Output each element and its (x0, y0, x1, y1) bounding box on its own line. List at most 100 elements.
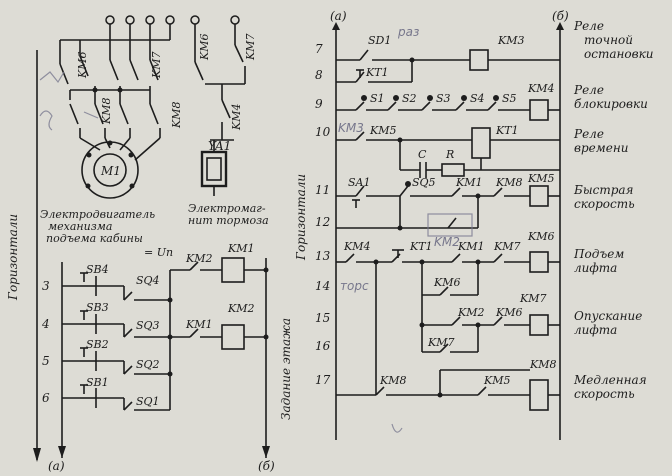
motor-label: M1 (100, 164, 121, 178)
note-raz: раз (397, 25, 419, 39)
left-sub-b: (б) (258, 459, 275, 473)
desc-block-1: Реле (573, 83, 604, 97)
row-13: 13 (315, 249, 331, 263)
terminal-3 (145, 15, 155, 25)
sa1-label: SA1 (348, 176, 370, 189)
left-rail-arrow (33, 448, 41, 462)
km6-top-label: KM6 (76, 52, 89, 79)
km5-contact-label: KM5 (369, 124, 396, 137)
brake-km4-label: KM4 (230, 104, 243, 131)
left-power-circuit: M1 KM6 KM7 KM8 KM8 KM6 KM7 KM4 YA1 Элект… (6, 15, 269, 462)
km6-coil-label: KM6 (527, 230, 554, 243)
desc-lower-1: Опускание (574, 309, 642, 323)
desc-lift-2: лифта (574, 261, 617, 275)
row-9: 9 (315, 97, 323, 111)
km7-coil-label: KM7 (519, 292, 546, 305)
row-11: 11 (315, 183, 330, 197)
desc-slow-1: Медленная (573, 373, 647, 387)
km8-top-label: KM8 (170, 102, 183, 129)
sq2-label: SQ2 (136, 358, 160, 371)
coil-kt1 (471, 127, 491, 159)
row-12: 12 (315, 215, 330, 229)
km3-label: KM3 (497, 34, 524, 47)
row-4: 4 (41, 317, 50, 331)
function-descriptions: Реле точной остановки Реле блокировки Ре… (573, 19, 654, 401)
coil-km3 (469, 49, 489, 71)
coil-km6 (529, 251, 549, 273)
desc-stop-1: Реле (573, 19, 604, 33)
motor-caption-2: механизма (48, 220, 112, 233)
row-3: 3 (42, 279, 50, 293)
coil-contact-km1-label: KM1 (185, 318, 212, 331)
button-row-6 (80, 384, 124, 408)
desc-stop-3: остановки (584, 47, 654, 61)
brake-coil (200, 150, 228, 188)
pencil-annotations: раз KM3 KM2 торс (39, 25, 473, 433)
row-14: 14 (315, 279, 330, 293)
row-7: 7 (315, 42, 323, 56)
note-km2: KM2 (434, 235, 460, 249)
button-row-3 (80, 272, 125, 300)
desc-time-1: Реле (573, 127, 604, 141)
s3-label: S3 (436, 92, 451, 105)
sb2-label: SB2 (86, 338, 109, 351)
km7-top-label: KM7 (150, 52, 163, 79)
km1-a-label: KM1 (455, 176, 482, 189)
row-8: 8 (315, 68, 323, 82)
coil-km5 (529, 185, 549, 207)
row-17: 17 (315, 373, 331, 387)
resistor-r (441, 163, 465, 177)
coil-contact-km2-label: KM2 (185, 252, 212, 265)
kt1-coil-label: KT1 (495, 124, 519, 137)
sb4-label: SB4 (86, 263, 109, 276)
km8-coil-label: KM8 (529, 358, 556, 371)
row-10: 10 (315, 125, 331, 139)
desc-stop-2: точной (584, 33, 633, 47)
desc-time-2: времени (574, 141, 628, 155)
note-km3: KM3 (338, 121, 364, 135)
r-label: R (445, 148, 454, 161)
row-16: 16 (315, 339, 331, 353)
motor-caption-1: Электродвигатель (40, 208, 155, 221)
km5-e-label: KM5 (483, 374, 510, 387)
right-control-circuit: (а) (б) Горизонтали 7 8 9 10 11 12 13 14… (294, 9, 569, 440)
sq5-label: SQ5 (412, 176, 436, 189)
desc-slow-2: скорость (574, 387, 635, 401)
brake-label: YA1 (208, 139, 231, 153)
right-side-label: Горизонтали (294, 174, 308, 261)
sb1-label: SB1 (86, 376, 109, 389)
left-sub-a: (а) (48, 459, 65, 473)
coil-km2-label: KM2 (227, 302, 254, 315)
desc-lift-1: Подъем (573, 247, 624, 261)
km2-c-label: KM2 (457, 306, 484, 319)
brake-km6-label: KM6 (198, 34, 211, 61)
km4-contact-label: KM4 (343, 240, 370, 253)
km8-mid-label: KM8 (100, 98, 113, 125)
row-15: 15 (315, 311, 330, 325)
button-row-5 (80, 347, 124, 371)
desc-block-2: блокировки (574, 97, 648, 111)
coil-km1 (221, 257, 245, 283)
km8-a-label: KM8 (495, 176, 522, 189)
coil-km1-label: KM1 (227, 242, 254, 255)
coil-km7 (529, 314, 549, 336)
coil-km2 (221, 324, 245, 350)
km7-d-label: KM7 (427, 336, 454, 349)
brake-km7-label: KM7 (244, 34, 257, 61)
terminal-2 (125, 15, 135, 25)
sq4-label: SQ4 (136, 274, 160, 287)
left-side-label: Горизонтали (6, 214, 20, 301)
brake-caption-2: нит тормоза (188, 214, 269, 227)
km8-contact-label: KM8 (379, 374, 406, 387)
right-sub-b: (б) (552, 9, 569, 23)
coil-km4 (529, 99, 549, 121)
km6-c-label: KM6 (433, 276, 460, 289)
terminal-5 (190, 15, 200, 25)
row-5: 5 (42, 354, 50, 368)
motor-caption-3: подъема кабины (46, 232, 143, 245)
desc-fast-2: скорость (574, 197, 635, 211)
km6-d-label: KM6 (495, 306, 522, 319)
km7-b-label: KM7 (493, 240, 520, 253)
